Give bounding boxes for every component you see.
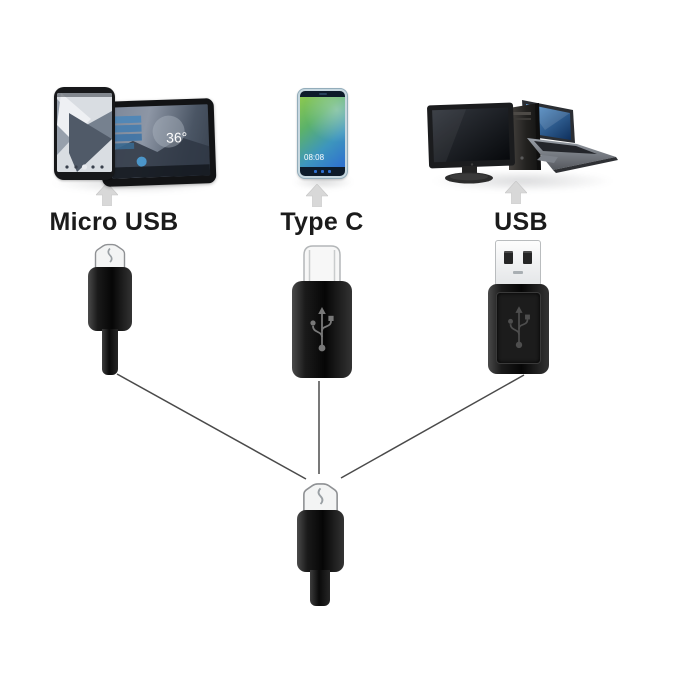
usb-trident-icon <box>310 307 334 352</box>
main-plug-housing <box>297 510 344 572</box>
micro-usb-plug-housing <box>88 267 132 331</box>
desktop-monitor <box>427 102 515 169</box>
micro-usb-label: Micro USB <box>49 208 179 236</box>
dock-dot <box>321 170 324 173</box>
phone-wallpaper <box>57 93 112 172</box>
android-tablet: 36° <box>99 98 217 187</box>
huawei-smartphone: 08:08 <box>297 88 348 179</box>
usb-a-metal-plug <box>495 240 541 286</box>
computer-devices <box>427 100 618 184</box>
micro-usb-metal-tip <box>303 483 338 512</box>
pc-tower <box>509 103 541 170</box>
up-arrow-icon <box>505 181 527 204</box>
usb-label: USB <box>494 208 548 236</box>
main-cable-strain-relief <box>310 570 330 606</box>
type-c-adapter-housing <box>292 281 352 378</box>
tablet-screen: 36° <box>109 104 211 179</box>
type-c-metal-plug <box>303 245 341 283</box>
up-arrow-icon <box>306 184 328 207</box>
main-micro-usb-plug <box>297 482 344 606</box>
phone-screen <box>57 93 112 172</box>
lockscreen-clock: 08:08 <box>304 153 325 162</box>
up-arrow-icon <box>96 183 118 206</box>
android-smartphone <box>54 87 115 180</box>
micro-usb-plug <box>88 243 132 375</box>
micro-usb-metal-tip <box>94 243 126 269</box>
micro-usb-cable-strain-relief <box>102 329 118 375</box>
usb-plug-marking <box>513 271 523 274</box>
cable-line-right <box>340 374 525 479</box>
usb-contact-window <box>523 251 532 264</box>
huawei-screen: 08:08 <box>300 97 345 167</box>
monitor-stand <box>445 166 493 184</box>
phone-top-bezel <box>300 91 345 97</box>
usb-contact-window <box>504 251 513 264</box>
tablet-weather-temperature: 36° <box>165 129 188 146</box>
usb-trident-icon <box>507 306 530 349</box>
phone-bottom-bezel <box>300 167 345 176</box>
type-c-label: Type C <box>280 208 364 236</box>
usb-a-adapter-housing <box>488 284 549 374</box>
tablet-wallpaper <box>111 115 211 179</box>
earpiece <box>318 93 327 95</box>
cable-line-left <box>116 373 307 480</box>
dock-dot <box>314 170 317 173</box>
laptop-keyboard-deck <box>527 138 618 173</box>
dock-dot <box>328 170 331 173</box>
